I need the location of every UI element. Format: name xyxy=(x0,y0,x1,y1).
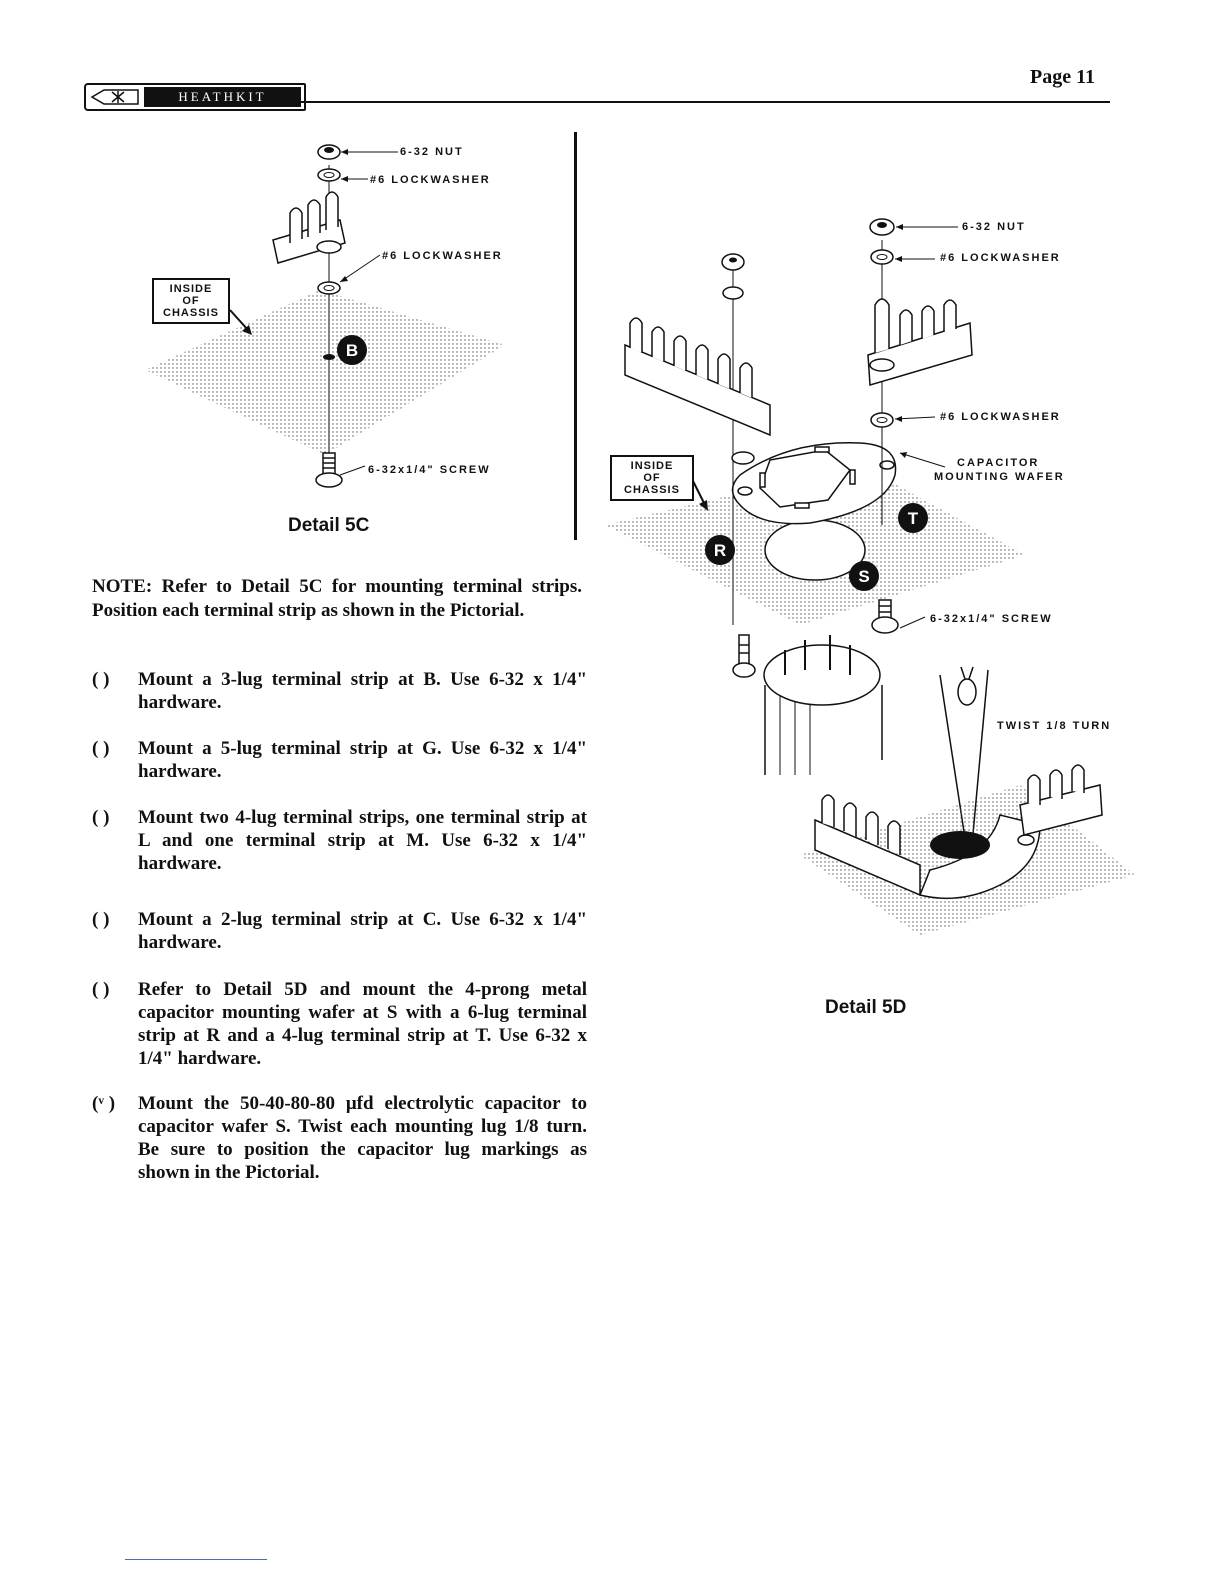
capacitor-mounting-wafer-icon xyxy=(731,442,897,525)
page-number: Page 11 xyxy=(1030,66,1095,88)
step-checkbox[interactable]: ( ) xyxy=(92,979,110,1000)
terminal-strip-icon xyxy=(272,191,346,264)
lockwasher-icon xyxy=(317,168,341,182)
electrolytic-capacitor-icon xyxy=(763,635,883,775)
nut-icon xyxy=(869,218,895,236)
capacitor-label: CAPACITOR xyxy=(957,457,1040,469)
step-checkbox[interactable]: ( ) xyxy=(92,669,110,690)
lockwasher-icon xyxy=(870,412,894,428)
heathkit-logo: HEATHKIT xyxy=(84,83,306,111)
terminal-strip-icon xyxy=(624,317,771,437)
screw-icon xyxy=(732,634,756,678)
of-text: OF xyxy=(182,295,200,307)
nut-label: 6-32 NUT xyxy=(400,146,464,158)
brand-name: HEATHKIT xyxy=(144,87,301,107)
step-text: Refer to Detail 5D and mount the 4-prong… xyxy=(138,979,587,1069)
step-text: Mount a 5-lug terminal strip at G. Use 6… xyxy=(138,738,587,782)
mounting-wafer-label: MOUNTING WAFER xyxy=(934,471,1065,483)
inside-text: INSIDE xyxy=(630,460,674,472)
screw-label: 6-32x1/4" SCREW xyxy=(368,464,491,476)
step-1: ( ) Mount a 3-lug terminal strip at B. U… xyxy=(92,668,587,714)
detail-5c-diagram: B xyxy=(145,144,505,488)
step-6: (ᵛ ) Mount the 50-40-80-80 μfd electroly… xyxy=(92,1092,587,1184)
lockwasher-icon xyxy=(317,281,341,295)
header-rule xyxy=(300,101,1110,103)
point-r-label: R xyxy=(714,541,726,560)
point-t-label: T xyxy=(908,509,919,528)
twist-label: TWIST 1/8 TURN xyxy=(997,720,1112,732)
step-checkbox[interactable]: ( ) xyxy=(92,909,110,930)
chassis-text: CHASSIS xyxy=(163,307,219,319)
step-text: Mount a 2-lug terminal strip at C. Use 6… xyxy=(138,909,587,953)
point-b-label: B xyxy=(346,341,358,360)
step-3: ( ) Mount two 4-lug terminal strips, one… xyxy=(92,806,587,875)
step-text: Mount two 4-lug terminal strips, one ter… xyxy=(138,807,587,874)
inside-of-chassis-label: INSIDE OF CHASSIS xyxy=(152,278,230,324)
step-4: ( ) Mount a 2-lug terminal strip at C. U… xyxy=(92,908,587,954)
screw-icon xyxy=(871,599,899,634)
detail-5d-diagram: R S T xyxy=(605,218,1135,935)
note-paragraph: NOTE: Refer to Detail 5C for mounting te… xyxy=(92,576,582,621)
chassis-text: CHASSIS xyxy=(624,484,680,496)
step-checkbox[interactable]: (ᵛ ) xyxy=(92,1093,116,1114)
point-s-label: S xyxy=(858,567,869,586)
lockwasher-top-label: #6 LOCKWASHER xyxy=(940,252,1061,264)
terminal-strip-icon xyxy=(814,764,1103,900)
detail-5c-caption: Detail 5C xyxy=(288,515,370,536)
of-text: OF xyxy=(643,472,661,484)
step-5: ( ) Refer to Detail 5D and mount the 4-p… xyxy=(92,978,587,1070)
screw-label: 6-32x1/4" SCREW xyxy=(930,613,1053,625)
step-checkbox[interactable]: ( ) xyxy=(92,807,110,828)
inside-text: INSIDE xyxy=(169,283,213,295)
footer-rule xyxy=(125,1559,267,1560)
nut-icon xyxy=(317,144,341,160)
lockwasher-icon xyxy=(870,249,894,265)
nut-label: 6-32 NUT xyxy=(962,221,1026,233)
terminal-strip-icon xyxy=(867,298,973,386)
detail-5d-caption: Detail 5D xyxy=(825,997,907,1018)
lockwasher-mid-label: #6 LOCKWASHER xyxy=(382,250,503,262)
step-text: Mount the 50-40-80-80 μfd electrolytic c… xyxy=(138,1093,587,1183)
screw-icon xyxy=(315,452,343,488)
step-2: ( ) Mount a 5-lug terminal strip at G. U… xyxy=(92,737,587,783)
step-text: Mount a 3-lug terminal strip at B. Use 6… xyxy=(138,669,587,713)
heathkit-emblem-icon xyxy=(90,89,139,105)
step-checkbox[interactable]: ( ) xyxy=(92,738,110,759)
column-divider xyxy=(574,132,577,540)
lockwasher-mid-label: #6 LOCKWASHER xyxy=(940,411,1061,423)
chassis-plane xyxy=(145,290,505,455)
lockwasher-top-label: #6 LOCKWASHER xyxy=(370,174,491,186)
inside-of-chassis-label: INSIDE OF CHASSIS xyxy=(610,455,694,501)
